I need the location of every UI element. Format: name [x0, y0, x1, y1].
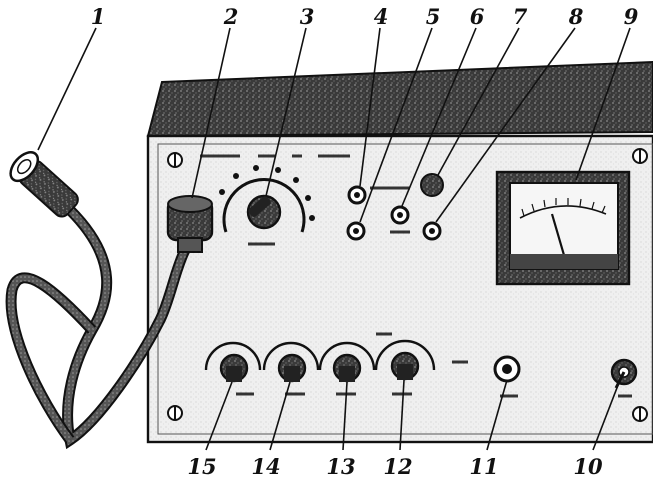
jack-icon [346, 221, 366, 241]
callout-3: 3 [300, 4, 315, 29]
callout-7: 7 [513, 4, 528, 29]
callout-10: 10 [573, 454, 603, 479]
screw-icon [632, 406, 648, 422]
callout-9: 9 [624, 4, 639, 29]
callout-1: 1 [91, 4, 106, 29]
callout-4: 4 [374, 4, 389, 29]
meter-icon [495, 170, 631, 286]
device-top [146, 60, 653, 138]
indicator-lamp-icon [420, 173, 444, 197]
bottom-controls [204, 339, 436, 383]
knob-icon [318, 341, 376, 383]
callout-15: 15 [187, 454, 216, 479]
callout-13: 13 [326, 454, 355, 479]
callout-8: 8 [568, 4, 584, 29]
callout-2: 2 [223, 4, 239, 29]
microphone-connector [166, 195, 214, 253]
panel-markings [200, 154, 632, 398]
knob-icon [262, 341, 320, 383]
jack-icon [422, 221, 442, 241]
knob-icon [246, 194, 282, 230]
knob-icon [204, 341, 262, 383]
callout-labels: 1 2 3 4 5 6 7 8 9 10 11 12 13 14 15 [91, 4, 639, 479]
knob-icon [374, 339, 436, 381]
microphone-cable [5, 206, 190, 450]
screw-icon [167, 405, 183, 421]
screw-icon [167, 152, 183, 168]
jack-icon [390, 205, 410, 225]
microphone-icon [9, 151, 79, 218]
jack-icon [347, 185, 367, 205]
screw-icon [632, 148, 648, 164]
jack-icon [493, 355, 521, 383]
callout-14: 14 [251, 454, 280, 479]
selector-dial [219, 165, 315, 233]
callout-6: 6 [470, 4, 485, 29]
callout-5: 5 [426, 4, 441, 29]
callout-11: 11 [469, 454, 498, 479]
callout-12: 12 [383, 454, 412, 479]
leader-lines [37, 27, 631, 451]
